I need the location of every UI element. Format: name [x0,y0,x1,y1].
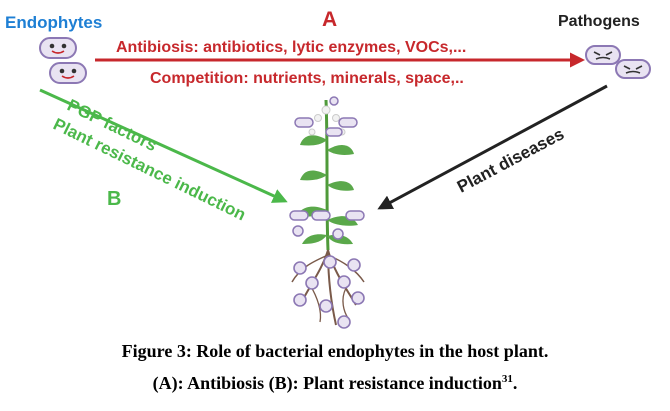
reference-number: 31 [501,373,513,385]
plant-resistance-label: Plant resistance induction [50,115,249,225]
figure-caption-subtitle: (A): Antibiosis (B): Plant resistance in… [0,373,670,394]
figure-caption-title: Figure 3: Role of bacterial endophytes i… [121,341,549,361]
competition-label: Competition: nutrients, minerals, space,… [150,70,464,87]
pathogens-label: Pathogens [558,13,640,30]
caption-period: . [512,373,518,393]
plant-illustration [289,96,365,329]
plant-diseases-arrow [377,84,608,210]
endophytes-label: Endophytes [5,13,102,32]
pathogen-bacteria-icon [615,59,651,79]
endophyte-bacteria-icon [39,37,77,59]
section-b-label: B [107,188,121,210]
caption-text: (A): Antibiosis (B): Plant resistance in… [152,373,502,393]
endophyte-bacteria-icon [49,62,87,84]
pathogen-bacteria-icon [585,45,621,65]
resistance-arrow [39,88,288,203]
section-a-label: A [322,8,337,31]
antibiosis-label: Antibiosis: antibiotics, lytic enzymes, … [116,39,466,56]
